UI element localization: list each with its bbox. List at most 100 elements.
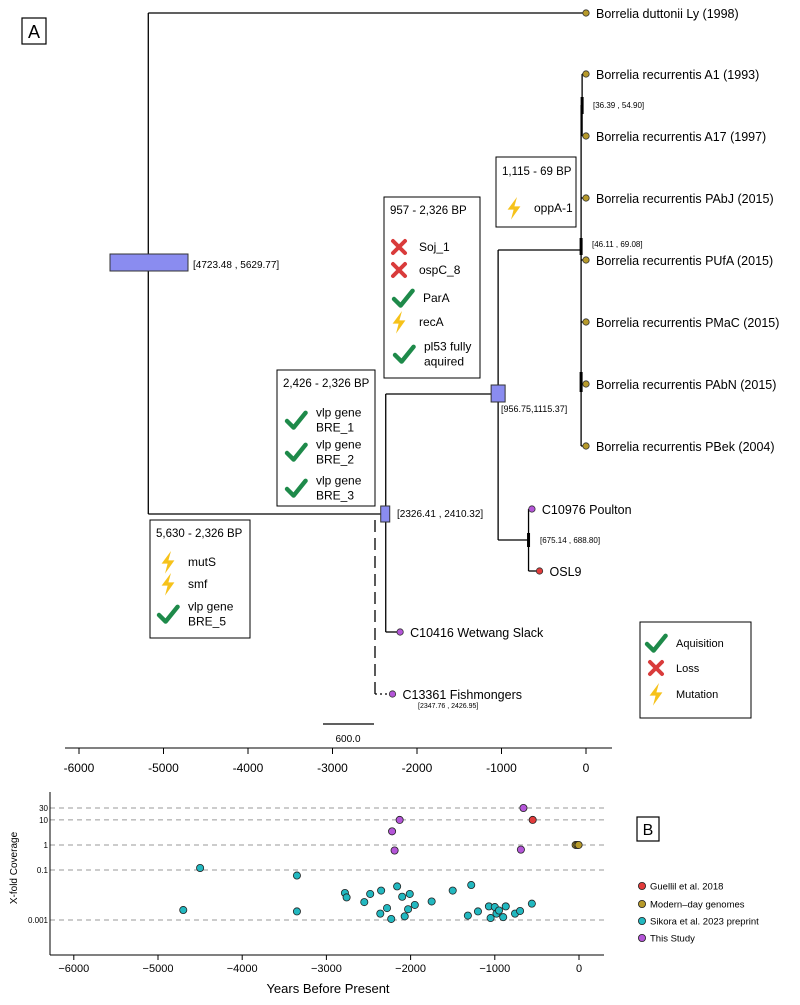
- annotation-item-label: aquired: [424, 355, 464, 369]
- coverage-point: [499, 913, 508, 922]
- tree-x-tick-label: -5000: [148, 761, 179, 775]
- panel-b-label: B: [643, 822, 654, 839]
- tip-marker: [582, 70, 590, 78]
- tip-label: C10976 Poulton: [542, 503, 632, 517]
- coverage-y-tick-label: 1: [44, 841, 49, 850]
- check-icon: [392, 344, 416, 364]
- annotation-box-title: 2,426 - 2,326 BP: [283, 378, 370, 390]
- coverage-point: [400, 912, 409, 921]
- check-icon: [156, 604, 180, 624]
- coverage-point: [516, 845, 525, 854]
- annotation-box-title: 1,115 - 69 BP: [502, 166, 572, 178]
- coverage-y-tick-label: 0.1: [37, 866, 49, 875]
- event-legend-label: Loss: [676, 663, 700, 675]
- tip-marker: [582, 132, 590, 140]
- annotation-box: [383, 196, 481, 379]
- tree-x-tick-label: -2000: [402, 761, 433, 775]
- tip-marker: [582, 194, 590, 202]
- coverage-point: [574, 840, 583, 849]
- check-icon: [284, 478, 308, 498]
- coverage-point: [383, 904, 392, 913]
- tip-label: Borrelia recurrentis A1 (1993): [596, 68, 759, 82]
- tip-marker: [528, 505, 536, 513]
- coverage-point: [519, 804, 528, 813]
- coverage-point: [388, 827, 397, 836]
- coverage-point: [405, 889, 414, 898]
- coverage-point: [404, 905, 413, 914]
- coverage-point: [486, 914, 495, 923]
- check-icon: [391, 288, 415, 308]
- coverage-point: [393, 882, 402, 891]
- tip-label: Borrelia recurrentis PUfA (2015): [596, 254, 773, 268]
- coverage-point: [376, 909, 385, 918]
- tip-marker: [396, 628, 404, 636]
- coverage-point: [528, 815, 537, 824]
- annotation-item-label: smf: [188, 577, 208, 591]
- tree-x-tick-label: -4000: [233, 761, 264, 775]
- coverage-x-tick-label: −6000: [58, 963, 89, 975]
- lightning-icon: [161, 551, 175, 574]
- coverage-legend-marker: [638, 900, 647, 909]
- annotation-box-title: 5,630 - 2,326 BP: [156, 528, 243, 540]
- coverage-legend-marker: [638, 917, 647, 926]
- coverage-x-tick-label: −2000: [395, 963, 426, 975]
- coverage-x-tick-label: 0: [576, 963, 582, 975]
- coverage-point: [377, 886, 386, 895]
- tree-x-tick-label: -6000: [64, 761, 95, 775]
- panel-b-label-box: [636, 816, 660, 842]
- tip-label: Borrelia recurrentis PAbN (2015): [596, 378, 776, 392]
- check-icon: [284, 442, 308, 462]
- coverage-point: [179, 906, 188, 915]
- annotation-item-label: BRE_3: [316, 489, 354, 503]
- tip-marker: [582, 442, 590, 450]
- lightning-icon: [392, 311, 406, 334]
- coverage-point: [463, 911, 472, 920]
- coverage-point: [501, 902, 510, 911]
- hpd-bar-2326: [380, 505, 391, 523]
- node-interval-label: [4723.48 , 5629.77]: [193, 260, 279, 271]
- coverage-x-tick-label: −3000: [311, 963, 342, 975]
- annotation-item-label: vlp gene: [316, 438, 362, 452]
- coverage-point: [387, 914, 396, 923]
- panel-a-tree: A [4723.48 , 5629.77][2326.41 , 2410.32]…: [21, 7, 779, 775]
- tip-label: C10416 Wetwang Slack: [410, 626, 544, 640]
- tree-x-tick-label: -1000: [486, 761, 517, 775]
- lightning-icon: [161, 573, 175, 596]
- coverage-point: [527, 899, 536, 908]
- tip-label: Borrelia duttonii Ly (1998): [596, 7, 739, 21]
- annotation-item-label: mutS: [188, 555, 216, 569]
- hpd-bar-956: [490, 384, 506, 403]
- coverage-point: [473, 907, 482, 916]
- tip-marker: [582, 380, 590, 388]
- hpd-bar-root: [109, 253, 189, 272]
- coverage-legend-label: Sikora et al. 2023 preprint: [650, 917, 759, 928]
- coverage-legend-marker: [638, 882, 647, 891]
- annotation-item-label: pl53 fully: [424, 340, 471, 354]
- coverage-legend-label: This Study: [650, 934, 695, 945]
- coverage-point: [495, 906, 504, 915]
- annotation-item-label: recA: [419, 315, 444, 329]
- coverage-legend-label: Modern–day genomes: [650, 900, 745, 911]
- node-interval-label: [2326.41 , 2410.32]: [397, 509, 483, 520]
- coverage-y-tick-label: 10: [39, 816, 48, 825]
- tip-marker: [388, 690, 397, 698]
- coverage-point: [292, 907, 301, 916]
- tip-marker: [582, 256, 590, 264]
- annotation-item-label: BRE_1: [316, 421, 354, 435]
- panel-b-xlabel: Years Before Present: [266, 981, 389, 996]
- node-interval-label: [2347.76 , 2426.95]: [418, 703, 478, 710]
- tip-label: Borrelia recurrentis PBek (2004): [596, 440, 775, 454]
- coverage-x-tick-label: −1000: [479, 963, 510, 975]
- cross-icon: [391, 239, 407, 255]
- annotation-box: [495, 156, 577, 228]
- coverage-x-tick-label: −4000: [227, 963, 258, 975]
- node-interval-label: [956.75,1115.37]: [501, 404, 567, 414]
- check-icon: [284, 410, 308, 430]
- coverage-x-tick-label: −5000: [143, 963, 174, 975]
- lightning-icon: [507, 197, 521, 220]
- tip-label: C13361 Fishmongers: [402, 688, 522, 702]
- node-interval-label: [675.14 , 688.80]: [540, 536, 600, 545]
- annotation-item-label: BRE_5: [188, 615, 226, 629]
- coverage-point: [390, 846, 399, 855]
